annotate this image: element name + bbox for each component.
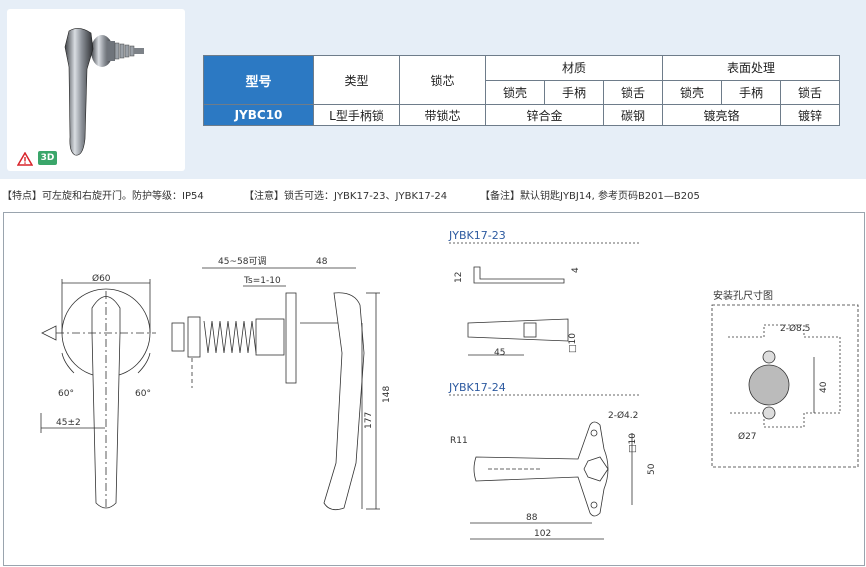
sub-header: 锁壳 [662,79,722,105]
material-tongue: 碳钢 [603,104,663,126]
material-shell-handle: 锌合金 [485,104,604,126]
front-view [40,279,156,509]
dim-ts: Ts=1-10 [243,276,281,286]
tongue-24-drawing [470,421,633,540]
dim-177: 177 [364,412,374,429]
technical-drawing: Ø60 60° 60° 45±2 45~58可调 Ts=1-10 48 148 … [3,212,865,566]
dim-45: 45 [494,348,505,358]
header-material: 材质 [485,55,663,81]
dim-range: 45~58可调 [218,256,266,267]
dim-50: 50 [647,463,657,475]
header-lock-core: 锁芯 [399,55,486,105]
sub-header: 锁壳 [485,79,545,105]
spec-table: 型号 类型 锁芯 材质 表面处理 锁壳 手柄 锁舌 锁壳 手柄 锁舌 JYBC1… [203,55,840,126]
model-code: JYBC10 [203,104,314,126]
sub-header: 手柄 [721,79,781,105]
dim-r11: R11 [450,436,468,446]
note-remark: 【备注】默认钥匙JYBJ14, 参考页码B201—B205 [480,191,700,202]
header-type: 类型 [313,55,400,105]
dim-12: 12 [454,272,464,283]
dim-4: 4 [571,267,581,273]
note-feature: 【特点】可左旋和右旋开门。防护等级：IP54 [2,191,204,202]
dim-angle-left: 60° [58,389,74,399]
dim-40: 40 [819,381,829,393]
dim-88: 88 [526,513,538,523]
product-photo [7,9,185,171]
sub-header: 手柄 [544,79,604,105]
tongue-23-title: JYBK17-23 [448,229,506,242]
dim-sq-24: □10 [628,433,638,453]
type-value: L型手柄锁 [313,104,400,126]
side-view [171,267,380,511]
dim-sq-23: □10 [568,333,578,353]
lock-core-value: 带锁芯 [399,104,486,126]
dim-148: 148 [382,386,392,403]
sub-header: 锁舌 [603,79,663,105]
dim-center: Ø27 [738,431,757,442]
tongue-23-drawing [467,266,569,356]
header-surface: 表面处理 [662,55,840,81]
mounting-title: 安装孔尺寸图 [713,289,773,302]
dim-holes-24: 2-Ø4.2 [608,410,638,421]
surface-shell-handle: 镀亮铬 [662,104,781,126]
mounting-drawing [728,324,841,428]
note-caution: 【注意】锁舌可选：JYBK17-23、JYBK17-24 [244,191,448,202]
3d-badge[interactable]: 3D [38,151,57,165]
warning-icon [16,151,34,166]
header-model: 型号 [203,55,314,105]
dim-angle-right: 60° [135,389,151,399]
dim-width: 45±2 [56,418,81,428]
dim-102: 102 [534,529,551,539]
sub-header: 锁舌 [780,79,840,105]
dim-diameter: Ø60 [92,273,111,284]
tongue-24-title: JYBK17-24 [448,381,506,394]
surface-tongue: 镀锌 [780,104,840,126]
dim-depth: 48 [316,257,328,267]
dim-holes-mount: 2-Ø8.5 [780,323,810,334]
